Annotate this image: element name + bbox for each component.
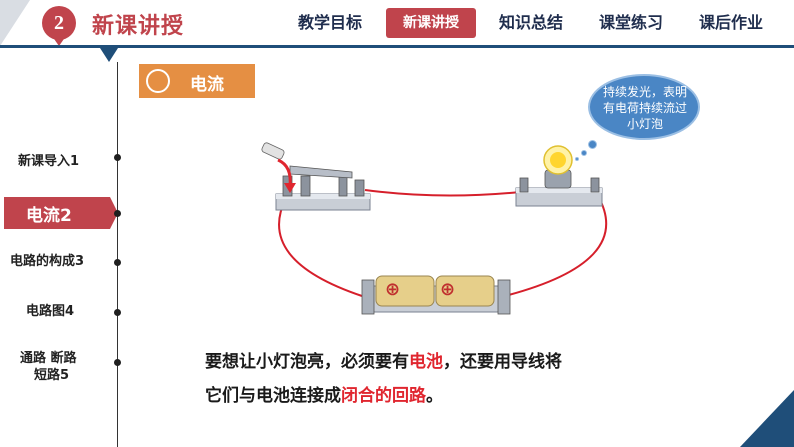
sidebar-dot bbox=[114, 259, 121, 266]
wire-bulb-to-battery bbox=[504, 195, 608, 297]
wire-switch-to-bulb bbox=[364, 189, 521, 197]
thought-bubble bbox=[588, 74, 700, 140]
battery bbox=[361, 275, 511, 315]
sidebar-dot bbox=[114, 154, 121, 161]
nav-tab-homework[interactable]: 课后作业 bbox=[698, 13, 763, 32]
sidebar-timeline bbox=[117, 62, 118, 447]
highlight-closed-loop: 闭合的回路 bbox=[341, 386, 426, 406]
sidebar-item-current-label: 电流2 bbox=[26, 206, 72, 226]
sidebar-item-intro[interactable]: 新课导入1 bbox=[18, 154, 80, 169]
section-title: 新课讲授 bbox=[92, 14, 185, 39]
sidebar-dot bbox=[114, 309, 121, 316]
circle-icon bbox=[146, 69, 170, 93]
section-number-badge: 2 bbox=[42, 6, 76, 40]
section-badge-tail bbox=[52, 36, 66, 46]
sidebar-item-current[interactable] bbox=[4, 197, 110, 229]
corner-decoration bbox=[740, 390, 794, 447]
nav-tab-teaching-goals[interactable]: 教学目标 bbox=[297, 13, 362, 32]
sidebar-dot bbox=[114, 210, 121, 217]
sidebar-dot bbox=[114, 359, 121, 366]
nav-tab-classroom-practice[interactable]: 课堂练习 bbox=[598, 13, 663, 32]
header-divider bbox=[0, 45, 794, 48]
nav-tab-new-lesson[interactable]: 新课讲授 bbox=[386, 8, 476, 38]
thought-bubble-text: 持续发光，表明有电荷持续流过小灯泡 bbox=[602, 85, 687, 131]
sidebar-item-open-closed[interactable]: 通路 断路 bbox=[20, 351, 77, 366]
topic-label: 电流 bbox=[190, 75, 224, 95]
bubble-dot bbox=[581, 150, 587, 156]
sidebar-item-circuit-composition[interactable]: 电路的构成3 bbox=[10, 254, 85, 269]
sidebar-top-marker bbox=[100, 48, 118, 62]
sidebar-item-short-circuit[interactable]: 短路5 bbox=[34, 368, 70, 383]
nav-tab-summary[interactable]: 知识总结 bbox=[498, 13, 563, 32]
sidebar-item-circuit-diagram[interactable]: 电路图4 bbox=[26, 304, 75, 319]
battery-plus-symbol: ⊕ bbox=[385, 279, 401, 300]
header-decoration bbox=[0, 0, 30, 46]
bubble-dot bbox=[575, 157, 579, 161]
explanation-line-1: 要想让小灯泡亮，必须要有电池，还要用导线将 bbox=[205, 352, 562, 372]
wire-switch-to-battery bbox=[278, 197, 363, 297]
header-bar: 2 新课讲授 教学目标 新课讲授 知识总结 课堂练习 课后作业 bbox=[0, 0, 794, 48]
light-bulb bbox=[515, 145, 603, 207]
highlight-battery: 电池 bbox=[409, 352, 443, 372]
explanation-line-2: 它们与电池连接成闭合的回路。 bbox=[205, 386, 443, 406]
knife-switch bbox=[261, 142, 371, 211]
battery-plus-symbol: ⊕ bbox=[440, 279, 456, 300]
bubble-dot bbox=[588, 140, 597, 149]
